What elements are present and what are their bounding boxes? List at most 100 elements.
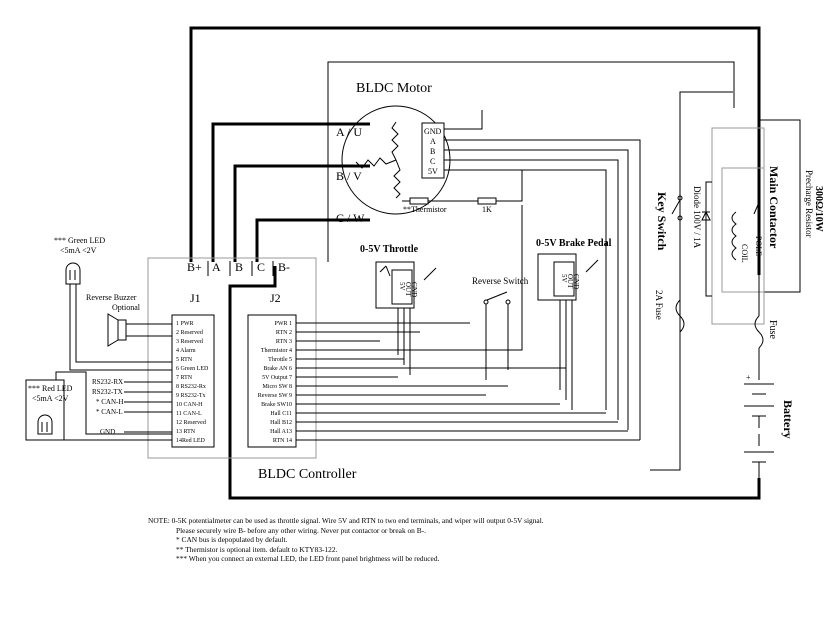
j1-title: J1 — [190, 291, 201, 305]
rs232-rx-label: RS232-RX — [92, 378, 123, 386]
reverse-switch-label: Reverse Switch — [472, 276, 529, 286]
j2-pin-11: Hall C11 — [270, 411, 292, 417]
red-led-icon — [37, 414, 53, 435]
j1-pin-4: 4 Alarm — [176, 348, 196, 354]
j2-pin-4: Thermistor 4 — [261, 348, 292, 354]
contactor-pole — [753, 199, 761, 215]
j2-connector — [247, 314, 297, 448]
j2-pin-14: RTN 14 — [273, 438, 292, 444]
notes-block: NOTE: 0-5K potentialmeter can be used as… — [148, 516, 544, 564]
j2-title: J2 — [270, 291, 281, 305]
j1-pin-6: 6 Green LED — [176, 366, 209, 372]
note-line-1: NOTE: 0-5K potentialmeter can be used as… — [148, 516, 544, 525]
phase-a-label: A / U — [336, 125, 362, 139]
phase-c-label: C / W — [336, 211, 365, 225]
throttle-5v: 5V — [398, 282, 406, 291]
reverse-switch-lever — [486, 291, 508, 301]
controller-frame — [147, 257, 317, 459]
main-contactor-label: Main Contactor — [767, 166, 781, 249]
buzzer-subtitle: Optional — [112, 303, 141, 312]
resistor-1k — [477, 197, 497, 205]
hall-b: B — [430, 147, 435, 156]
j2-pin-2: RTN 2 — [276, 330, 292, 336]
thermistor — [409, 197, 429, 205]
precharge-loop — [327, 61, 735, 262]
precharge-value: 300Ω/10W — [813, 186, 824, 232]
fuse-2a-symbol — [675, 299, 685, 333]
j2-pin-10: Brake SW10 — [261, 402, 292, 408]
j1-connector — [171, 314, 215, 448]
pole-label: POLE — [754, 236, 763, 256]
j2-pin-1: PWR 1 — [274, 321, 292, 327]
green-led-spec: <5mA <2V — [60, 246, 97, 255]
j2-pin-3: RTN 3 — [276, 339, 292, 345]
red-led-spec: <5mA <2V — [32, 394, 69, 403]
j1-pin-5: 5 RTN — [176, 357, 193, 363]
j1-pin-10: 10 CAN-H — [176, 402, 203, 408]
key-switch-contact — [671, 199, 681, 215]
motor-title: BLDC Motor — [356, 81, 432, 96]
note-line-2: Please securely wire B- before any other… — [176, 525, 426, 535]
j1-pin-2: 2 Reserved — [176, 330, 203, 336]
diode-label: Diode 100V / 1A — [692, 186, 702, 249]
hall-a: A — [430, 137, 436, 146]
gnd-label: GND — [100, 428, 115, 436]
note-line-5: *** When you connect an external LED, th… — [176, 554, 440, 564]
j2-pin-5: Throttle 5 — [268, 357, 292, 363]
b-plus-wire — [189, 26, 761, 275]
precharge-title: Precharge Resistor — [804, 170, 814, 238]
green-led-title: *** Green LED — [54, 236, 105, 245]
main-fuse-symbol — [754, 315, 764, 349]
phase-b-wire — [233, 164, 370, 262]
j1-pin-12: 12 Reserved — [176, 420, 206, 426]
phase-a-wire — [211, 122, 370, 262]
brake-out: OUT — [566, 274, 574, 289]
buzzer-icon — [107, 313, 127, 347]
j2-pin-7: 5V Output 7 — [262, 375, 292, 381]
j1-pin-3: 3 Reserved — [176, 339, 203, 345]
resistor-1k-label: 1K — [482, 205, 492, 214]
green-led-icon — [65, 262, 81, 285]
hall-c: C — [430, 157, 435, 166]
terminal-b-plus: B+ — [187, 260, 202, 274]
key-switch-loop — [650, 91, 733, 471]
j1-pin-7: 7 RTN — [176, 375, 193, 381]
fuse-label: Fuse — [767, 320, 778, 339]
terminal-b: B — [235, 260, 243, 274]
terminal-a: A — [212, 260, 221, 274]
svg-text:+: + — [746, 373, 751, 382]
battery-label: Battery — [781, 400, 795, 439]
pole-wire — [759, 108, 801, 293]
phase-b-label: B / V — [336, 169, 362, 183]
hall-gnd: GND — [424, 127, 442, 136]
terminal-b-minus: B- — [278, 260, 290, 274]
fuse-2a-label: 2A Fuse — [654, 290, 664, 320]
j2-bus-lines — [296, 205, 640, 441]
power-terminals: B+ A B C B- — [187, 260, 290, 276]
j1-pin-13: 13 RTN — [176, 429, 196, 435]
thermistor-label: **Thermistor — [403, 205, 447, 214]
contactor-coil — [731, 211, 737, 261]
battery-symbol: + — [744, 373, 774, 478]
can-l-label: * CAN-L — [96, 408, 123, 416]
j2-pin-9: Reverse SW 9 — [258, 393, 292, 399]
j2-pin-12: Hall B12 — [270, 420, 292, 426]
motor-windings — [355, 121, 401, 199]
b-minus-wire — [228, 266, 761, 500]
j1-pin-14: 14Red LED — [176, 438, 205, 444]
serial-labels: RS232-RX RS232-TX * CAN-H * CAN-L GND — [92, 378, 172, 436]
contactor-frame — [711, 127, 765, 325]
coil-label: COIL — [740, 244, 749, 263]
terminal-c: C — [257, 260, 265, 274]
hall-5v: 5V — [428, 167, 438, 176]
can-h-label: * CAN-H — [96, 398, 123, 406]
j1-pin-9: 9 RS232-Tx — [176, 393, 206, 399]
rs232-tx-label: RS232-TX — [92, 388, 123, 396]
j2-pin-6: Brake AN 6 — [263, 366, 292, 372]
controller-title: BLDC Controller — [258, 467, 357, 482]
throttle-out: OUT — [404, 282, 412, 297]
j1-pin-8: 8 RS232-Rx — [176, 384, 206, 390]
note-line-4: ** Thermistor is optional item. default … — [176, 544, 338, 554]
